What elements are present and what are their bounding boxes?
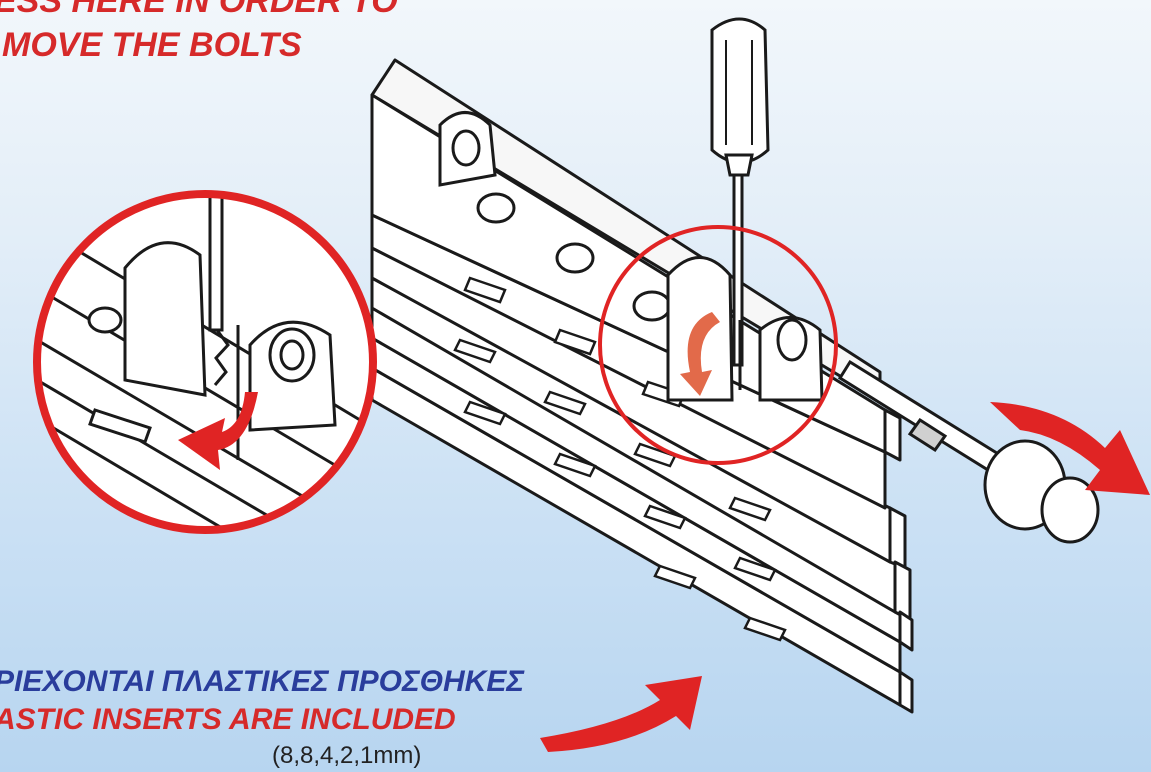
rotate-arrow-icon bbox=[680, 312, 720, 396]
rotate-arrow-icon bbox=[178, 392, 258, 470]
instruction-caption-line1: ESS HERE IN ORDER TO bbox=[0, 0, 398, 20]
pull-arrow-icon bbox=[990, 402, 1150, 495]
insert-sizes-caption: (8,8,4,2,1mm) bbox=[272, 742, 422, 769]
extracted-bolt bbox=[837, 359, 1100, 544]
magnifier-circle-icon bbox=[598, 225, 838, 465]
profile-slots bbox=[453, 276, 787, 642]
instruction-caption-line2: MOVE THE BOLTS bbox=[2, 26, 302, 64]
screwdriver-icon bbox=[710, 17, 770, 367]
pointer-arrow-icon bbox=[540, 676, 702, 752]
inserts-caption: ASTIC INSERTS ARE INCLUDED bbox=[0, 703, 456, 736]
zoom-detail-circle bbox=[33, 190, 377, 534]
greek-caption: ΡΙΕΧΟΝΤΑΙ ΠΛΑΣΤΙΚΕΣ ΠΡΟΣΘΗΚΕΣ bbox=[0, 665, 525, 698]
bolt-holes bbox=[438, 111, 672, 322]
